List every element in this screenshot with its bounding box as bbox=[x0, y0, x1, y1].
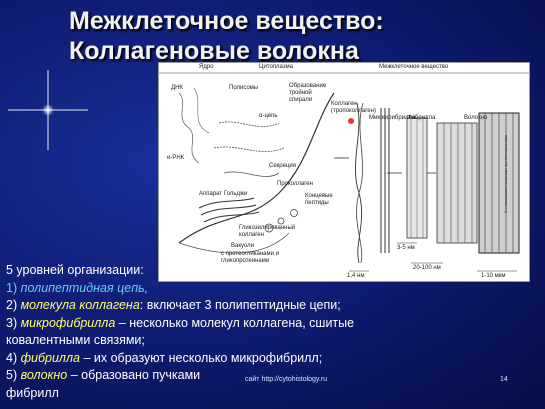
level-item-3-cont: ковалентными связями; bbox=[6, 332, 536, 350]
label-cytoplasm: Цитоплазма bbox=[259, 64, 294, 70]
level-term: фибрилла bbox=[20, 350, 80, 365]
label-terminal-peptides: Концевые пептиды bbox=[305, 193, 333, 206]
level-item-5: 5) волокно – образовано пучками bbox=[6, 367, 536, 385]
level-num: 4) bbox=[6, 350, 21, 365]
label-dna: ДНК bbox=[171, 85, 183, 91]
label-polysomes: Полисомы bbox=[229, 85, 259, 91]
label-size-3-5: 3-5 нм bbox=[397, 245, 415, 251]
level-desc: : включает 3 полипептидные цепи; bbox=[139, 298, 341, 312]
label-tropocollagen: Коллаген (тропоколлаген) bbox=[331, 101, 376, 114]
level-desc: – несколько молекул коллагена, сшитые bbox=[115, 315, 355, 330]
levels-intro: 5 уровней организации: bbox=[6, 263, 144, 277]
label-microfibril: Микрофибрилла bbox=[369, 115, 416, 121]
label-fibril: Фибрилла bbox=[407, 115, 436, 121]
title-line-2: Коллагеновые волокна bbox=[69, 37, 359, 65]
level-num: 5) bbox=[6, 368, 21, 382]
label-glycosylated: Гликозилированный коллаген bbox=[239, 225, 296, 238]
label-size-20-100: 20-100 нм bbox=[413, 265, 441, 271]
level-term: полипептидная цепь, bbox=[20, 280, 149, 295]
label-ecm: Межклеточное вещество bbox=[379, 64, 449, 70]
level-item-5-cont: фибрилл bbox=[6, 385, 536, 403]
level-desc: – их образуют несколько микрофибрилл; bbox=[79, 350, 323, 365]
level-term: молекула коллагена bbox=[20, 298, 140, 312]
collagen-diagram-svg bbox=[159, 72, 529, 272]
slide-title: Межклеточное вещество: Коллагеновые воло… bbox=[69, 6, 384, 66]
label-triple-helix: Образование тройной спирали bbox=[289, 83, 327, 103]
level-term: волокно bbox=[20, 368, 68, 382]
footer-site: сайт http://cytohistology.ru bbox=[245, 376, 328, 383]
page-number: 14 bbox=[500, 376, 508, 383]
level-num: 3) bbox=[6, 315, 21, 330]
level-term: микрофибрилла bbox=[20, 315, 116, 330]
label-side-note: С гликозамингликанами протеогликанами bbox=[503, 135, 508, 213]
level-num: 2) bbox=[6, 298, 21, 312]
levels-text: 5 уровней организации: 1) полипептидная … bbox=[6, 262, 536, 402]
label-proteoglycans: с протеогликанами и гликопротеинами bbox=[221, 251, 279, 264]
label-secretion: Секреция bbox=[269, 163, 297, 169]
level-item-4: 4) фибрилла – их образуют несколько микр… bbox=[6, 350, 536, 368]
label-size-1-10: 1-10 мкм bbox=[481, 273, 506, 279]
label-golgi: Аппарат Гольджи bbox=[199, 191, 248, 197]
level-item-3: 3) микрофибрилла – несколько молекул кол… bbox=[6, 315, 536, 333]
label-mrna: и-РНК bbox=[167, 155, 185, 161]
label-size-1-4: 1,4 нм bbox=[347, 273, 365, 279]
sparkle-decoration bbox=[8, 70, 88, 150]
label-fiber: Волокно bbox=[464, 115, 488, 121]
label-vacuoles: Вакуоли bbox=[231, 243, 255, 249]
label-nucleus: Ядро bbox=[199, 64, 214, 70]
title-line-1: Межклеточное вещество: bbox=[69, 7, 384, 35]
level-desc: ковалентными связями; bbox=[6, 333, 145, 347]
level-item-1: 1) полипептидная цепь, bbox=[6, 280, 536, 298]
level-desc: фибрилл bbox=[6, 385, 59, 400]
label-procollagen: Проколлаген bbox=[277, 181, 313, 187]
label-alpha-chain: α-цепь bbox=[259, 113, 278, 119]
collagen-diagram: Ядро Цитоплазма Межклеточное вещество ДН… bbox=[158, 62, 530, 282]
level-num: 1) bbox=[6, 280, 21, 295]
level-item-2: 2) молекула коллагена: включает 3 полипе… bbox=[6, 297, 536, 315]
level-desc: – образовано пучками bbox=[67, 368, 201, 382]
